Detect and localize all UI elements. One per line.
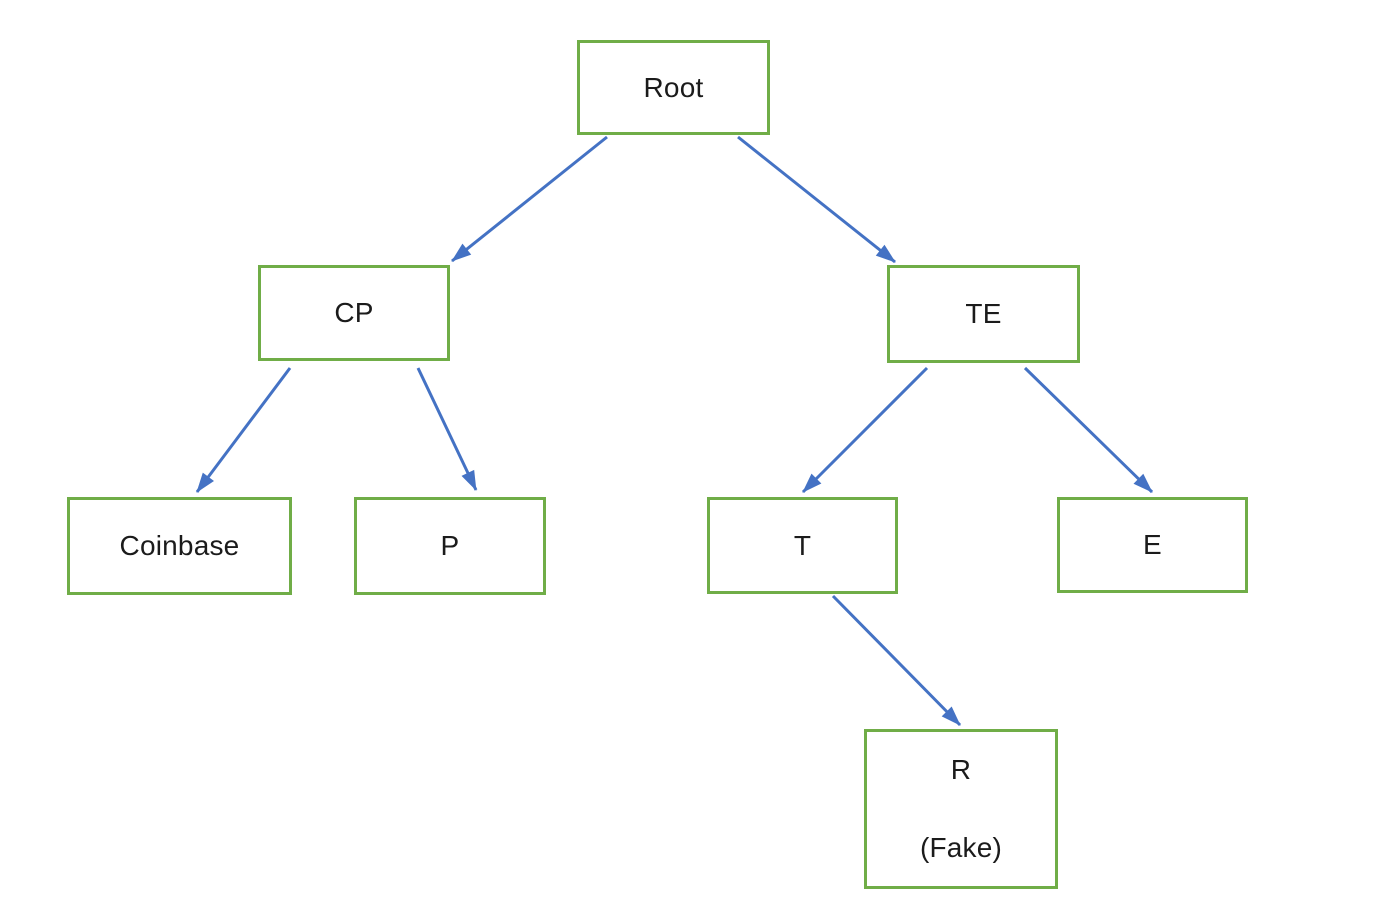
- edge-cp-p-arrow: [416, 367, 478, 491]
- node-r-sublabel: (Fake): [919, 832, 1003, 863]
- node-p-label: P: [440, 530, 460, 561]
- node-e-label: E: [1143, 529, 1162, 560]
- edge-root-cp-arrow: [451, 135, 608, 263]
- node-r-label: R: [950, 754, 972, 785]
- node-r-fake: R (Fake): [864, 729, 1058, 889]
- node-te: TE: [887, 265, 1080, 363]
- node-t-label: T: [793, 529, 812, 561]
- edge-root-te-arrow: [737, 135, 896, 264]
- node-cp-label: CP: [334, 297, 374, 328]
- edge-te-t-arrow: [801, 366, 929, 494]
- node-coinbase-label: Coinbase: [119, 530, 240, 561]
- edge-te-e-arrow: [1023, 366, 1154, 494]
- node-e: E: [1057, 497, 1248, 593]
- node-t: T: [707, 497, 898, 594]
- node-coinbase: Coinbase: [67, 497, 292, 595]
- node-cp: CP: [258, 265, 450, 361]
- node-p: P: [354, 497, 546, 595]
- node-root-label: Root: [643, 71, 704, 103]
- node-te-label: TE: [965, 298, 1002, 329]
- edge-t-r-arrow: [831, 594, 962, 727]
- edge-cp-coinbase-arrow: [195, 367, 292, 493]
- node-root: Root: [577, 40, 770, 135]
